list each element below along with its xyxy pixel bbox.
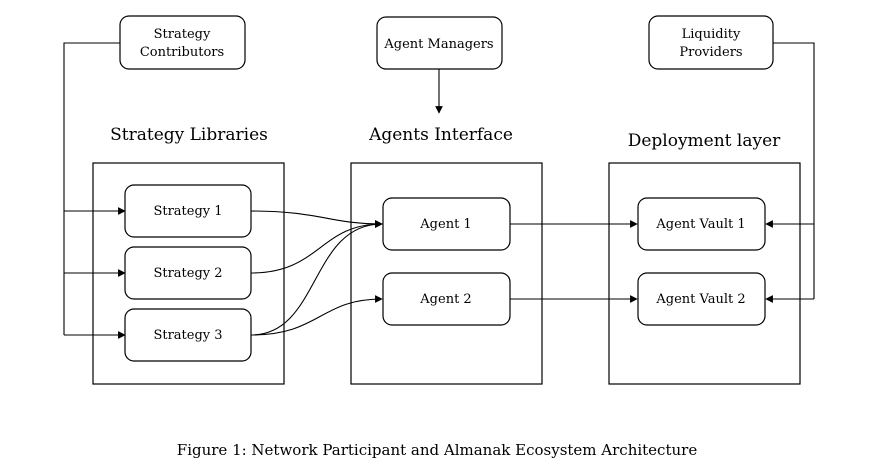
strategy-1-node: Strategy 1 [124, 184, 252, 238]
agent-2-node: Agent 2 [382, 272, 511, 326]
svg-text:Strategy 1: Strategy 1 [153, 204, 222, 219]
deployment-layer-label: Deployment layer [628, 131, 781, 151]
figure-caption: Figure 1: Network Participant and Almana… [177, 441, 698, 459]
agents-interface-container [350, 162, 543, 385]
agent-vault-1-node: Agent Vault 1 [637, 197, 766, 251]
edge-strategy-3-agent-1 [250, 220, 383, 336]
edge-providers-bus [773, 42, 815, 299]
svg-text:Agent 2: Agent 2 [419, 292, 471, 307]
edge-strategy-1-agent-1 [250, 210, 383, 228]
strategy-3-node: Strategy 3 [124, 308, 252, 362]
strategy-libraries-label: Strategy Libraries [110, 125, 268, 145]
svg-text:Contributors: Contributors [140, 45, 224, 60]
strategy-contributors-node: Strategy Contributors [119, 15, 246, 70]
svg-text:Agent Vault 2: Agent Vault 2 [655, 292, 745, 307]
edge-strategy-3-agent-2 [250, 295, 383, 336]
edge-contributors-bus [63, 42, 120, 335]
agents-interface-label: Agents Interface [368, 125, 513, 145]
svg-text:Strategy: Strategy [154, 27, 211, 42]
svg-text:Agent Managers: Agent Managers [383, 37, 493, 52]
agent-1-node: Agent 1 [382, 197, 511, 251]
edge-strategy-2-agent-1 [250, 220, 383, 274]
svg-text:Agent 1: Agent 1 [419, 217, 471, 232]
liquidity-providers-node: Liquidity Providers [648, 15, 774, 70]
agent-vault-2-node: Agent Vault 2 [637, 272, 766, 326]
svg-text:Strategy 3: Strategy 3 [153, 328, 222, 343]
strategy-2-node: Strategy 2 [124, 246, 252, 300]
deployment-layer-container [608, 162, 801, 385]
svg-text:Providers: Providers [679, 45, 742, 60]
agent-managers-node: Agent Managers [376, 16, 503, 70]
svg-text:Liquidity: Liquidity [682, 27, 741, 42]
svg-text:Agent Vault 1: Agent Vault 1 [655, 217, 745, 232]
svg-text:Strategy 2: Strategy 2 [153, 266, 222, 281]
